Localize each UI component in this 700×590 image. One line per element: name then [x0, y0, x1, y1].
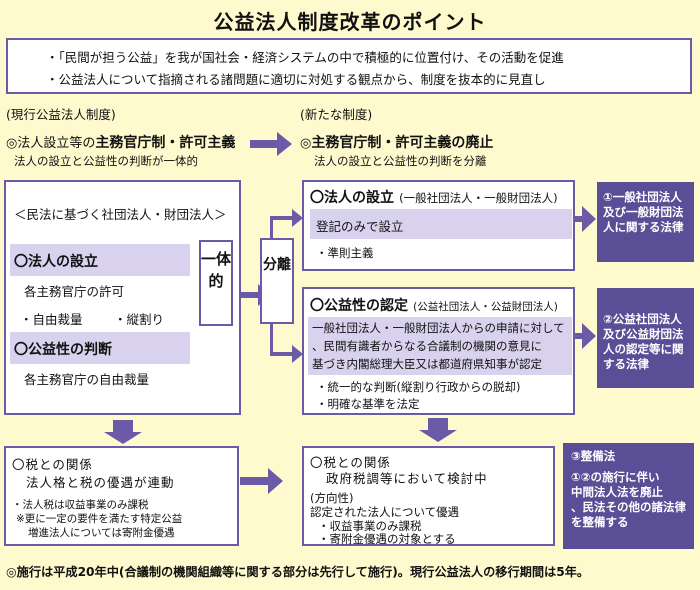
- new-est-bullet: ・準則主義: [316, 246, 374, 260]
- new-dir-l1: 認定された法人について優遇: [310, 505, 460, 519]
- current-est-line1: 各主務官庁の許可: [24, 284, 125, 299]
- new-est-inner-text: 登記のみで設立: [316, 219, 404, 234]
- current-main-prefix: ◎法人設立等の: [6, 136, 96, 151]
- law3-box: ③整備法 ①②の施行に伴い 中間法人法を廃止 、民法その他の諸法律 を整備する: [563, 443, 694, 549]
- law2-box: ②公益社団法人 及び公益財団法 人の認定等に関 する法律: [597, 288, 694, 388]
- current-pub-title: 〇公益性の判断: [14, 342, 112, 358]
- law1-line3: 人に関する法律: [603, 220, 684, 234]
- arrow-to-establishment: [270, 209, 303, 227]
- current-box-title: ＜民法に基づく社団法人・財団法人＞: [14, 207, 227, 222]
- law3-line3: 、民法その他の諸法律: [571, 500, 686, 514]
- new-pub-paren: (公益社団法人・公益財団法人): [413, 301, 558, 313]
- new-est-inner: 登記のみで設立: [310, 209, 572, 239]
- law3-line1: ①②の施行に伴い: [571, 470, 660, 484]
- arrow-down-current: [104, 420, 142, 444]
- current-tax-note1: ・法人税は収益事業のみ課税: [12, 499, 149, 511]
- law2-line2: 及び公益財団法: [603, 327, 684, 341]
- new-pub-inner-2: 、民間有識者からなる合議制の機関の意見に: [312, 339, 542, 353]
- law2-line3: 人の認定等に関: [603, 342, 684, 356]
- new-main-prefix: ◎: [300, 136, 312, 151]
- new-pub-b1: ・統一的な判断(縦割り行政からの脱却): [316, 380, 521, 394]
- new-heading: (新たな制度): [300, 107, 373, 122]
- law3-title: ③整備法: [571, 449, 616, 463]
- current-est-line3: ・縦割り: [114, 312, 165, 327]
- new-est-paren: (一般社団法人・一般財団法人): [399, 191, 558, 205]
- law1-box: ①一般社団法人 及び一般財団法 人に関する法律: [597, 182, 694, 262]
- arrow-down-new: [419, 418, 457, 442]
- new-pub-inner: 一般社団法人・一般財団法人からの申請に対して 、民間有識者からなる合議制の機関の…: [308, 317, 572, 375]
- new-dir-head: (方向性): [310, 491, 354, 505]
- new-tax-sub: 政府税調等において検討中: [326, 471, 488, 486]
- new-recognition-box: 〇公益性の認定 (公益社団法人・公益財団法人) 一般社団法人・一般財団法人からの…: [302, 287, 575, 415]
- footer-note: ◎施行は平成20年中(合議制の機関組織等に関する部分は先行して施行)。現行公益法…: [6, 565, 590, 579]
- new-pub-inner-1: 一般社団法人・一般財団法人からの申請に対して: [312, 321, 565, 335]
- new-tax-head: 〇税との関係: [310, 455, 391, 470]
- current-tax-note2: ※更に一定の要件を満たす特定公益: [16, 513, 183, 525]
- ittai-box: 一体的: [199, 240, 233, 326]
- current-tax-note3: 増進法人については寄附金優遇: [28, 527, 175, 539]
- law2-line4: する法律: [603, 357, 649, 371]
- current-tax-sub: 法人格と税の優遇が連動: [26, 475, 175, 490]
- new-est-heading: 〇法人の設立 (一般社団法人・一般財団法人): [310, 187, 558, 207]
- new-pub-heading: 〇公益性の認定 (公益社団法人・公益財団法人): [310, 295, 558, 315]
- current-sub: 法人の設立と公益性の判断が一体的: [14, 154, 198, 168]
- current-pub-line1: 各主務官庁の自由裁量: [24, 372, 150, 387]
- arrow-to-law1: [573, 206, 596, 232]
- law1-line1: ①一般社団法人: [603, 190, 682, 204]
- current-est-bar: 〇法人の設立: [10, 244, 190, 276]
- bunri-box: 分離: [260, 238, 294, 324]
- page-title: 公益法人制度改革のポイント: [213, 10, 487, 34]
- new-est-title: 〇法人の設立: [310, 190, 394, 206]
- law3-line4: を整備する: [571, 515, 629, 529]
- new-main-bold: 主務官庁制・許可主義の廃止: [311, 135, 494, 151]
- current-main: ◎法人設立等の主務官庁制・許可主義: [6, 132, 235, 152]
- current-pub-bar: 〇公益性の判断: [10, 332, 190, 364]
- new-pub-title: 〇公益性の認定: [310, 298, 408, 314]
- law1-line2: 及び一般財団法: [603, 205, 684, 219]
- current-est-title: 〇法人の設立: [14, 254, 98, 270]
- ittai-label: 一体的: [201, 250, 232, 290]
- arrow-to-recognition: [270, 345, 303, 363]
- new-pub-inner-3: 基づき内閣総理大臣又は都道府県知事が認定: [312, 357, 542, 371]
- new-dir-l2: ・収益事業のみ課税: [318, 519, 422, 533]
- current-main-bold: 主務官庁制・許可主義: [95, 135, 236, 151]
- new-sub: 法人の設立と公益性の判断を分離: [314, 154, 487, 168]
- current-system-box: ＜民法に基づく社団法人・財団法人＞ 〇法人の設立 各主務官庁の許可 ・自由裁量 …: [4, 180, 241, 415]
- law2-line1: ②公益社団法人: [603, 312, 682, 326]
- new-tax-box: 〇税との関係 政府税調等において検討中 (方向性) 認定された法人について優遇 …: [302, 446, 555, 546]
- new-dir-l3: ・寄附金優遇の対象とする: [318, 532, 456, 546]
- current-heading: (現行公益法人制度): [6, 107, 116, 122]
- new-establishment-box: 〇法人の設立 (一般社団法人・一般財団法人) 登記のみで設立 ・準則主義: [302, 180, 575, 271]
- arrow-to-law2: [573, 323, 596, 349]
- law3-line2: 中間法人法を廃止: [571, 485, 663, 499]
- arrow-tax: [240, 468, 283, 494]
- new-pub-b2: ・明確な基準を法定: [316, 397, 420, 411]
- intro-box: ・「民間が担う公益」を我が国社会・経済システムの中で積極的に位置付け、その活動を…: [6, 38, 692, 94]
- current-tax-box: 〇税との関係 法人格と税の優遇が連動 ・法人税は収益事業のみ課税 ※更に一定の要…: [4, 446, 239, 546]
- intro-line-1: ・「民間が担う公益」を我が国社会・経済システムの中で積極的に位置付け、その活動を…: [46, 50, 564, 65]
- current-est-line2: ・自由裁量: [20, 312, 83, 327]
- intro-line-2: ・公益法人について指摘される諸問題に適切に対処する観点から、制度を抜本的に見直し: [46, 72, 546, 87]
- new-main: ◎主務官庁制・許可主義の廃止: [300, 132, 493, 152]
- arrow-main: [250, 132, 292, 156]
- bunri-label: 分離: [263, 257, 291, 273]
- current-tax-head: 〇税との関係: [12, 457, 93, 472]
